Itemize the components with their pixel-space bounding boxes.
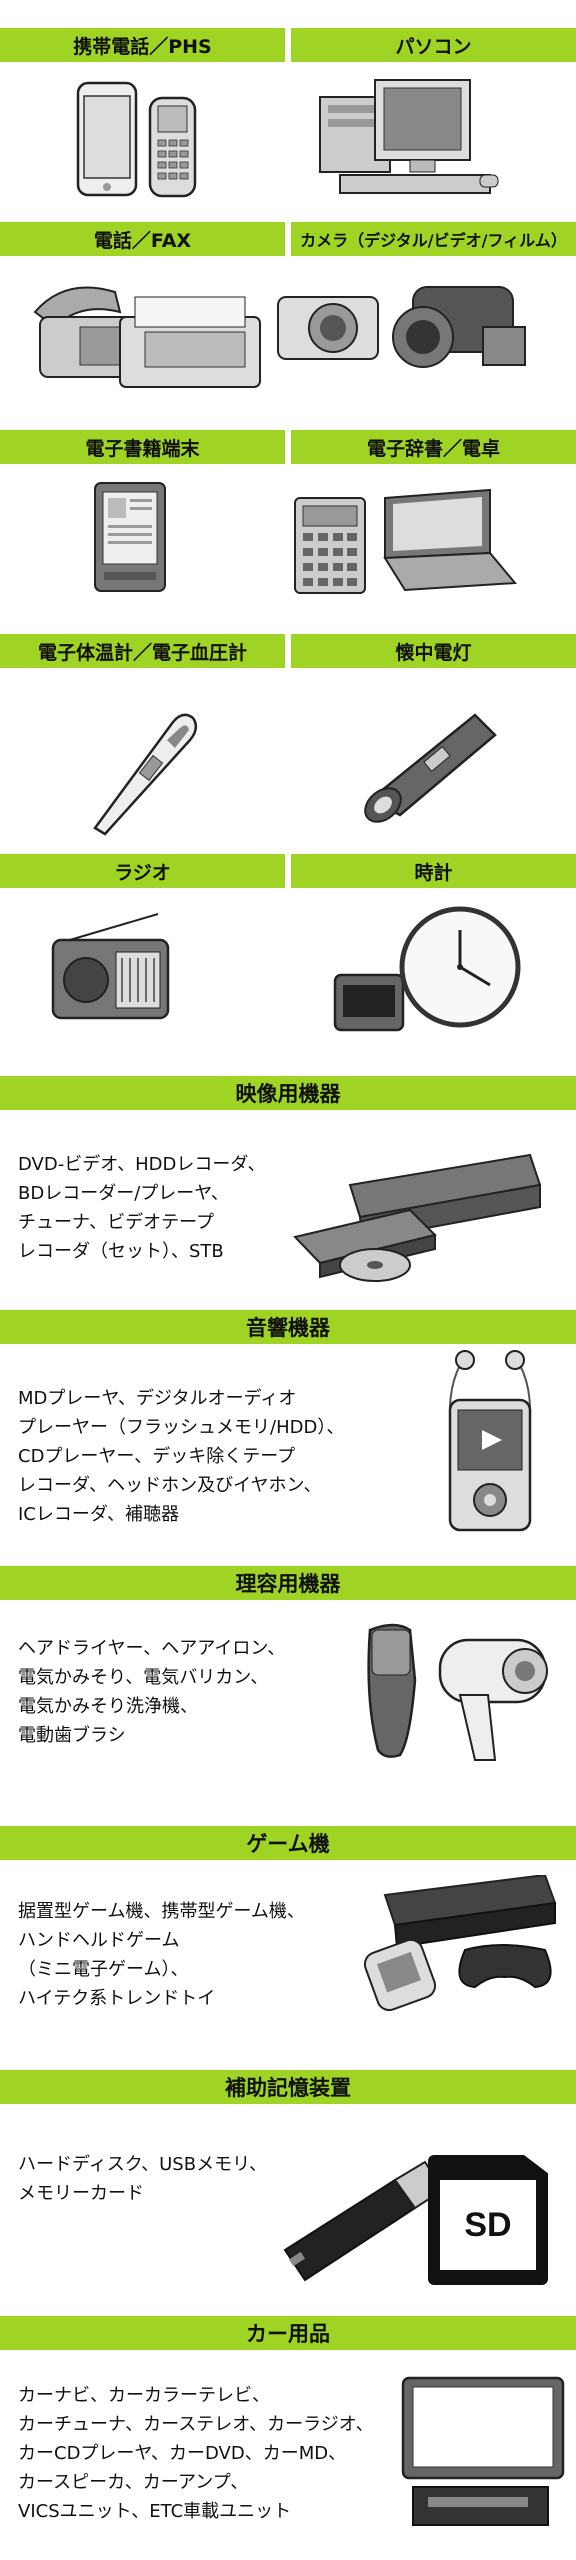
category-label-ebook-reader: 電子書籍端末 <box>0 430 285 464</box>
telephone-fax-icon <box>33 286 261 388</box>
category-row-5: ラジオ 時計 <box>0 854 576 888</box>
category-label-thermometer-blood-pressure: 電子体温計／電子血圧計 <box>0 634 285 668</box>
category-row-3: 電子書籍端末 電子辞書／電卓 <box>0 430 576 464</box>
category-label-clock: 時計 <box>291 854 576 888</box>
audio-player-icon <box>448 1350 532 1532</box>
section-desc-video-equipment: DVD-ビデオ、HDDレコーダ、 BDレコーダー/プレーヤ、 チューナ、ビデオテ… <box>18 1154 266 1262</box>
section-title-game-consoles: ゲーム機 <box>0 1826 576 1860</box>
category-label-radio: ラジオ <box>0 854 285 888</box>
category-label-pc: パソコン <box>291 28 576 62</box>
section-title-grooming-equipment: 理容用機器 <box>0 1566 576 1600</box>
category-row-2: 電話／FAX カメラ（デジタル/ビデオ/フィルム） <box>0 222 576 256</box>
section-title-storage-devices: 補助記憶装置 <box>0 2070 576 2104</box>
e-dictionary-calculator-icon <box>294 488 518 594</box>
category-label-e-dictionary-calculator: 電子辞書／電卓 <box>291 430 576 464</box>
section-desc-game-consoles: 据置型ゲーム機、携帯型ゲーム機、 ハンドヘルドゲーム （ミニ電子ゲーム）、 ハイ… <box>18 1901 305 2009</box>
section-title-video-equipment: 映像用機器 <box>0 1076 576 1110</box>
section-desc-audio-equipment: MDプレーヤ、デジタルオーディオ プレーヤー（フラッシュメモリ/HDD）、 CD… <box>18 1388 345 1525</box>
ebook-reader-icon <box>94 482 166 592</box>
car-navigation-icon <box>401 2376 565 2526</box>
radio-icon <box>51 913 170 1020</box>
section-desc-grooming-equipment: ヘアドライヤー、ヘアアイロン、 電気かみそり、電気バリカン、 電気かみそり洗浄機… <box>18 1638 286 1746</box>
category-label-mobile-phone: 携帯電話／PHS <box>0 28 285 62</box>
flashlight-icon <box>364 713 497 823</box>
sd-card-label: SD <box>440 2180 536 2270</box>
section-title-car-accessories: カー用品 <box>0 2316 576 2350</box>
category-label-camera: カメラ（デジタル/ビデオ/フィルム） <box>291 222 576 256</box>
sd-card-icon: SD <box>428 2155 548 2285</box>
category-row-1: 携帯電話／PHS パソコン <box>0 28 576 62</box>
mobile-phone-icon <box>76 81 197 198</box>
category-row-4: 電子体温計／電子血圧計 懐中電灯 <box>0 634 576 668</box>
game-console-icon <box>363 1875 557 2012</box>
hair-dryer-shaver-icon <box>367 1623 548 1761</box>
category-label-telephone-fax: 電話／FAX <box>0 222 285 256</box>
pc-icon <box>319 79 499 194</box>
section-desc-car-accessories: カーナビ、カーカラーテレビ、 カーチューナ、カーステレオ、カーラジオ、 カーCD… <box>18 2385 374 2522</box>
category-label-flashlight: 懐中電灯 <box>291 634 576 668</box>
section-desc-storage-devices: ハードディスク、USBメモリ、 メモリーカード <box>18 2154 267 2204</box>
section-title-audio-equipment: 音響機器 <box>0 1310 576 1344</box>
clock-icon <box>333 906 521 1032</box>
thermometer-icon <box>93 713 198 836</box>
camera-icon <box>277 286 526 368</box>
dvd-player-icon <box>293 1153 542 1282</box>
